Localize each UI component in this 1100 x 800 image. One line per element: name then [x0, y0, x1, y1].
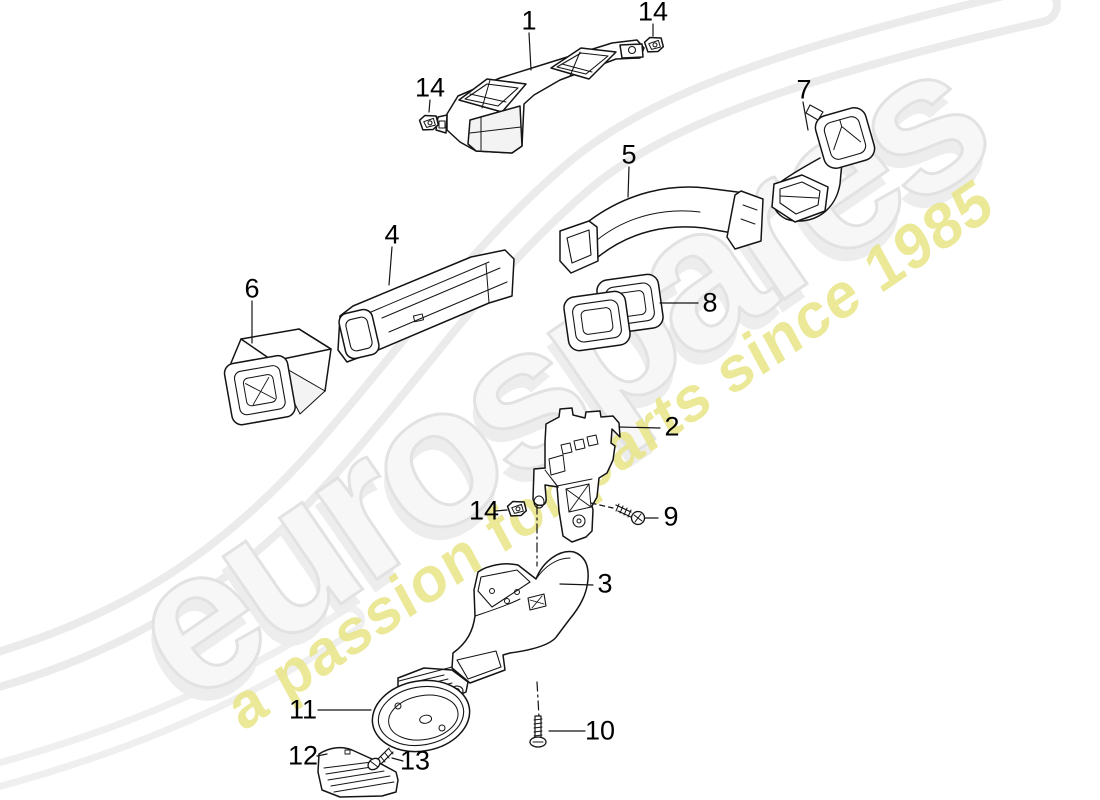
part-4-duct	[337, 249, 515, 363]
part-11-vent-housing	[371, 667, 471, 753]
part-7-elbow-duct	[771, 104, 876, 223]
screw-10	[529, 715, 547, 748]
assembly-centerlines	[398, 502, 614, 718]
callout-part-3[interactable]: 3	[597, 568, 613, 599]
callout-part-4[interactable]: 4	[384, 219, 400, 250]
clip-14-center	[506, 499, 528, 518]
leader-lines	[251, 23, 809, 762]
callout-part-14-mid[interactable]: 14	[468, 495, 500, 526]
callout-part-9[interactable]: 9	[663, 501, 679, 532]
screw-13	[367, 747, 394, 771]
part-6-duct	[223, 328, 332, 426]
part-5-arch-duct	[559, 186, 764, 274]
part-8-double-vent	[563, 273, 664, 352]
callout-part-10[interactable]: 10	[584, 715, 616, 746]
callout-part-5[interactable]: 5	[621, 139, 637, 170]
screw-9	[615, 503, 646, 526]
part-3-duct	[451, 550, 589, 684]
callout-part-7[interactable]: 7	[796, 74, 812, 105]
clip-14-right	[643, 35, 665, 54]
callout-part-12[interactable]: 12	[287, 740, 319, 771]
callout-part-2[interactable]: 2	[664, 411, 680, 442]
callout-part-13[interactable]: 13	[399, 745, 431, 776]
part-2-bracket	[532, 407, 621, 543]
callout-part-14-right[interactable]: 14	[637, 0, 669, 27]
callout-part-1[interactable]: 1	[521, 5, 537, 36]
callout-part-6[interactable]: 6	[244, 273, 260, 304]
callout-part-11[interactable]: 11	[288, 694, 318, 725]
part-12-trim	[317, 746, 399, 798]
callout-part-14-left[interactable]: 14	[414, 72, 446, 103]
callout-part-8[interactable]: 8	[702, 287, 718, 318]
part-1-duct	[435, 39, 645, 154]
swoosh-ribbon-secondary	[0, 605, 365, 791]
